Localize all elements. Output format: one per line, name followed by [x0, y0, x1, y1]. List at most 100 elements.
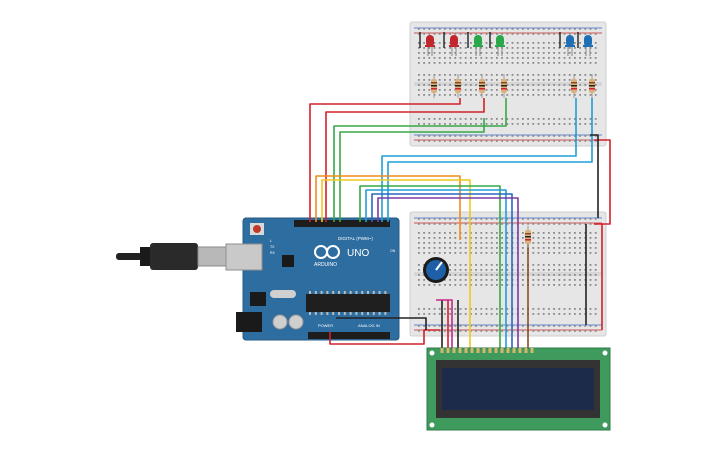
breadboard-hole: [428, 84, 431, 86]
breadboard-hole: [475, 62, 477, 64]
breadboard-hole: [454, 79, 457, 81]
breadboard-hole: [418, 89, 420, 91]
breadboard-hole: [522, 325, 524, 327]
breadboard-hole: [553, 89, 555, 91]
breadboard-hole: [594, 42, 597, 44]
breadboard-hole: [449, 33, 451, 35]
breadboard-hole: [485, 74, 488, 76]
breadboard-hole: [553, 84, 555, 86]
breadboard-hole: [428, 135, 431, 137]
breadboard-hole: [496, 94, 498, 96]
breadboard-hole: [428, 284, 431, 286]
breadboard-hole: [470, 313, 472, 315]
breadboard-hole: [506, 52, 509, 54]
breadboard-hole: [449, 269, 451, 271]
breadboard-hole: [418, 123, 420, 125]
resistor[interactable]: [479, 74, 485, 98]
breadboard-hole: [568, 308, 571, 310]
breadboard-hole: [475, 237, 477, 239]
breadboard-hole: [496, 330, 498, 332]
breadboard-hole: [485, 279, 488, 281]
breadboard-hole: [423, 242, 425, 244]
breadboard-hole: [542, 237, 545, 239]
breadboard-hole: [584, 330, 587, 332]
led-green[interactable]: [467, 32, 483, 56]
breadboard-hole: [475, 279, 477, 281]
breadboard-hole: [542, 252, 545, 254]
breadboard-hole: [449, 28, 451, 30]
breadboard-hole: [594, 94, 597, 96]
breadboard-hole: [553, 140, 555, 142]
reset-button[interactable]: [250, 223, 264, 235]
breadboard-hole: [553, 284, 555, 286]
breadboard-hole: [594, 89, 597, 91]
resistor-lcd[interactable]: [525, 226, 531, 248]
breadboard-hole: [542, 47, 545, 49]
breadboard-hole: [522, 252, 524, 254]
breadboard-hole: [444, 57, 446, 59]
breadboard-hole: [579, 28, 581, 30]
breadboard-hole: [579, 218, 581, 220]
breadboard-hole: [563, 247, 566, 249]
breadboard-hole: [506, 269, 509, 271]
breadboard-hole: [438, 242, 441, 244]
breadboard-hole: [464, 325, 467, 327]
breadboard-hole: [532, 242, 535, 244]
led-red[interactable]: [419, 32, 435, 56]
breadboard-top[interactable]: [409, 21, 607, 147]
breadboard-hole: [428, 242, 431, 244]
breadboard-hole: [485, 47, 488, 49]
breadboard-hole: [480, 52, 483, 54]
breadboard-hole: [522, 89, 524, 91]
breadboard-hole: [428, 330, 431, 332]
led-blue[interactable]: [577, 32, 593, 56]
breadboard-hole: [542, 279, 545, 281]
resistor[interactable]: [455, 74, 461, 98]
breadboard-hole: [542, 28, 545, 30]
breadboard-hole: [589, 218, 592, 220]
breadboard-hole: [579, 123, 581, 125]
led-green[interactable]: [489, 32, 505, 56]
breadboard-hole: [574, 325, 576, 327]
resistor[interactable]: [589, 74, 595, 98]
breadboard-hole: [568, 252, 571, 254]
breadboard-hole: [563, 325, 566, 327]
breadboard-hole: [423, 218, 425, 220]
led-blue[interactable]: [559, 32, 575, 56]
arduino-uno-board[interactable]: ARDUINO UNO DIGITAL (PWM~) POWER ANALOG …: [225, 217, 400, 341]
breadboard-hole: [423, 252, 425, 254]
breadboard-hole: [428, 74, 431, 76]
breadboard-hole: [532, 247, 535, 249]
breadboard-hole: [589, 237, 592, 239]
breadboard-hole: [433, 47, 436, 49]
breadboard-hole: [490, 57, 493, 59]
breadboard-hole: [501, 218, 503, 220]
breadboard-hole: [428, 237, 431, 239]
breadboard-hole: [558, 279, 561, 281]
resistor[interactable]: [431, 74, 437, 98]
led-red[interactable]: [443, 32, 459, 56]
breadboard-hole: [485, 223, 488, 225]
breadboard-hole: [428, 218, 431, 220]
breadboard-bottom[interactable]: [409, 211, 607, 337]
breadboard-hole: [522, 135, 524, 137]
breadboard-hole: [563, 279, 566, 281]
breadboard-hole: [537, 79, 540, 81]
breadboard-hole: [485, 135, 488, 137]
potentiometer[interactable]: [423, 257, 449, 283]
breadboard-hole: [522, 33, 524, 35]
lcd-display[interactable]: [426, 347, 611, 431]
resistor[interactable]: [571, 74, 577, 98]
breadboard-hole: [423, 42, 425, 44]
breadboard-hole: [594, 264, 597, 266]
wire-green-2: [339, 118, 485, 222]
breadboard-hole: [511, 140, 514, 142]
breadboard-hole: [553, 325, 555, 327]
breadboard-hole: [584, 140, 587, 142]
resistor[interactable]: [501, 74, 507, 98]
breadboard-hole: [454, 284, 457, 286]
usb-cable[interactable]: [116, 243, 229, 270]
breadboard-hole: [459, 42, 462, 44]
breadboard-hole: [532, 279, 535, 281]
lcd-pin: [488, 348, 492, 353]
